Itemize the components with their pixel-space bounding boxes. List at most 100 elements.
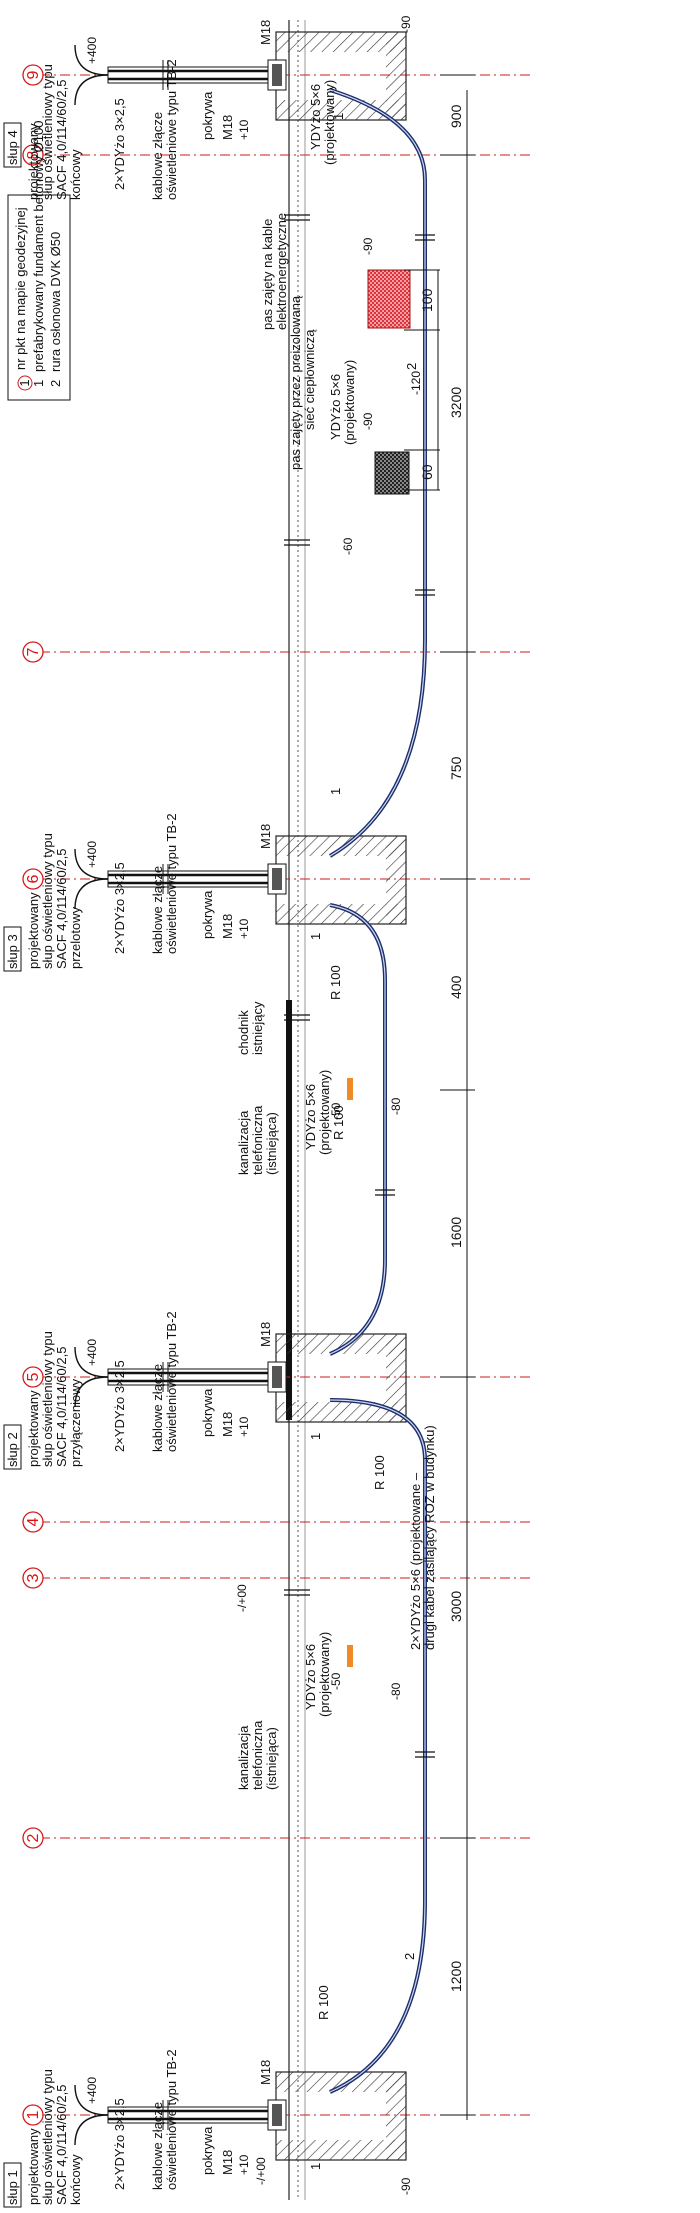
pole-3	[74, 848, 287, 910]
pole-label-1: słup 1 projektowany słup oświetleniowy t…	[3, 2049, 413, 2208]
svg-text:oświetleniowe typu TB-2: oświetleniowe typu TB-2	[164, 813, 179, 954]
svg-text:oświetleniowe typu TB-2: oświetleniowe typu TB-2	[164, 59, 179, 200]
svg-text:M18: M18	[220, 2150, 235, 2175]
foundation-1	[275, 2071, 407, 2161]
svg-text:(projektowany): (projektowany)	[317, 1070, 332, 1155]
svg-text:R 100: R 100	[331, 1105, 346, 1140]
svg-text:istniejący: istniejący	[250, 1001, 265, 1055]
cable-route	[328, 88, 427, 2094]
svg-text:7: 7	[25, 647, 42, 656]
svg-text:5: 5	[25, 1372, 42, 1381]
svg-text:projektowany: projektowany	[26, 123, 41, 200]
svg-text:-60: -60	[341, 537, 355, 555]
svg-text:400: 400	[448, 975, 464, 999]
svg-text:pas zajęty na kable: pas zajęty na kable	[260, 219, 275, 330]
svg-text:R 100: R 100	[372, 1455, 387, 1490]
svg-text:kablowe złącze: kablowe złącze	[150, 866, 165, 954]
svg-text:SACF 4,0/114/60/2,5: SACF 4,0/114/60/2,5	[54, 80, 69, 200]
svg-text:(istniejąca): (istniejąca)	[264, 1112, 279, 1175]
svg-text:słup oświetleniowy typu: słup oświetleniowy typu	[40, 64, 55, 200]
svg-text:3000: 3000	[448, 1591, 464, 1622]
svg-text:słup 2: słup 2	[5, 1432, 20, 1467]
svg-text:(projektowany): (projektowany)	[342, 360, 357, 445]
svg-text:2: 2	[404, 363, 419, 370]
cable-break-marks	[284, 214, 435, 1758]
legend-text-3: rura osłonowa DVK Ø50	[48, 232, 63, 372]
point-marker-5: 5	[22, 1366, 44, 1388]
svg-text:M18: M18	[258, 1322, 273, 1347]
svg-text:drugi kabel zasilający ROZ w b: drugi kabel zasilający ROZ w budynku)	[422, 1425, 437, 1650]
foundations	[275, 31, 407, 2161]
svg-text:3200: 3200	[448, 387, 464, 418]
svg-text:-80: -80	[389, 1097, 403, 1115]
svg-text:2×YDYżo 3×2,5: 2×YDYżo 3×2,5	[112, 98, 127, 190]
svg-text:1: 1	[25, 2110, 42, 2119]
pole-1	[74, 2084, 287, 2146]
svg-text:kanalizacja: kanalizacja	[236, 1725, 251, 1790]
svg-text:kanalizacja: kanalizacja	[236, 1110, 251, 1175]
svg-text:-50: -50	[329, 1672, 343, 1690]
legend: 1 nr pkt na mapie geodezyjnej 1 prefabry…	[7, 121, 71, 401]
point-markers: 1 2 3 4 5 6 7 8 9	[22, 64, 44, 2126]
svg-text:+400: +400	[85, 841, 99, 868]
telecom-conduit-marker-b	[347, 1078, 353, 1100]
svg-text:M18: M18	[220, 914, 235, 939]
svg-text:2×YDYżo 3×2,5: 2×YDYżo 3×2,5	[112, 862, 127, 954]
svg-text:(projektowany): (projektowany)	[317, 1632, 332, 1717]
svg-text:8: 8	[25, 150, 42, 159]
svg-text:YDYżo 5×6: YDYżo 5×6	[303, 1644, 318, 1710]
svg-text:telefoniczna: telefoniczna	[250, 1720, 265, 1790]
svg-text:+400: +400	[85, 2077, 99, 2104]
svg-text:-90: -90	[361, 237, 375, 255]
svg-text:1: 1	[308, 933, 323, 940]
svg-text:przelotowy: przelotowy	[68, 906, 83, 969]
svg-text:100: 100	[419, 288, 435, 312]
svg-text:oświetleniowe typu TB-2: oświetleniowe typu TB-2	[164, 2049, 179, 2190]
svg-text:-50: -50	[329, 1102, 343, 1120]
svg-text:YDYżo 5×6: YDYżo 5×6	[308, 84, 323, 150]
point-marker-9: 9	[22, 64, 44, 86]
point-marker-7: 7	[22, 641, 44, 663]
svg-text:pokrywa: pokrywa	[200, 1388, 215, 1437]
svg-text:-80: -80	[389, 1682, 403, 1700]
pole-label-3: słup 3 projektowany słup oświetleniowy t…	[3, 813, 273, 972]
svg-text:słup 1: słup 1	[5, 2170, 20, 2205]
svg-text:YDYżo 5×6: YDYżo 5×6	[328, 374, 343, 440]
svg-text:słup oświetleniowy typu: słup oświetleniowy typu	[40, 2069, 55, 2205]
svg-text:końcowy: końcowy	[68, 149, 83, 200]
svg-text:M18: M18	[258, 824, 273, 849]
point-marker-1: 1	[22, 2104, 44, 2126]
foundation-2	[275, 1333, 407, 1423]
svg-text:+10: +10	[237, 918, 251, 939]
pole-4	[74, 44, 287, 106]
svg-text:kablowe złącze: kablowe złącze	[150, 1364, 165, 1452]
svg-text:R 100: R 100	[328, 965, 343, 1000]
point-marker-4: 4	[22, 1511, 44, 1533]
svg-text:1: 1	[308, 1433, 323, 1440]
pole-2	[74, 1346, 287, 1408]
svg-text:przyłączeniowy: przyłączeniowy	[68, 1378, 83, 1467]
svg-text:9: 9	[25, 70, 42, 79]
svg-text:pokrywa: pokrywa	[200, 2126, 215, 2175]
svg-text:SACF 4,0/114/60/2,5: SACF 4,0/114/60/2,5	[54, 2085, 69, 2205]
foundation-3	[275, 835, 407, 925]
point-marker-2: 2	[22, 1827, 44, 1849]
svg-text:M18: M18	[220, 1412, 235, 1437]
svg-text:słup oświetleniowy typu: słup oświetleniowy typu	[40, 833, 55, 969]
legend-marker-3: 2	[48, 380, 63, 387]
svg-text:1: 1	[308, 2163, 323, 2170]
svg-text:6: 6	[25, 874, 42, 883]
svg-text:4: 4	[25, 1517, 42, 1526]
svg-text:2×YDYżo 5×6 (projektowane –: 2×YDYżo 5×6 (projektowane –	[408, 1472, 423, 1650]
svg-text:+10: +10	[237, 2154, 251, 2175]
svg-text:YDYżo 5×6: YDYżo 5×6	[303, 1084, 318, 1150]
svg-text:+400: +400	[85, 37, 99, 64]
svg-text:900: 900	[448, 104, 464, 128]
svg-text:+10: +10	[237, 1416, 251, 1437]
svg-text:końcowy: końcowy	[68, 2154, 83, 2205]
sidewalk-bar	[286, 1000, 292, 1420]
svg-text:750: 750	[448, 756, 464, 780]
point-lines	[40, 74, 530, 2116]
legend-text-1: nr pkt na mapie geodezyjnej	[13, 207, 28, 370]
foundation-4	[275, 31, 407, 121]
